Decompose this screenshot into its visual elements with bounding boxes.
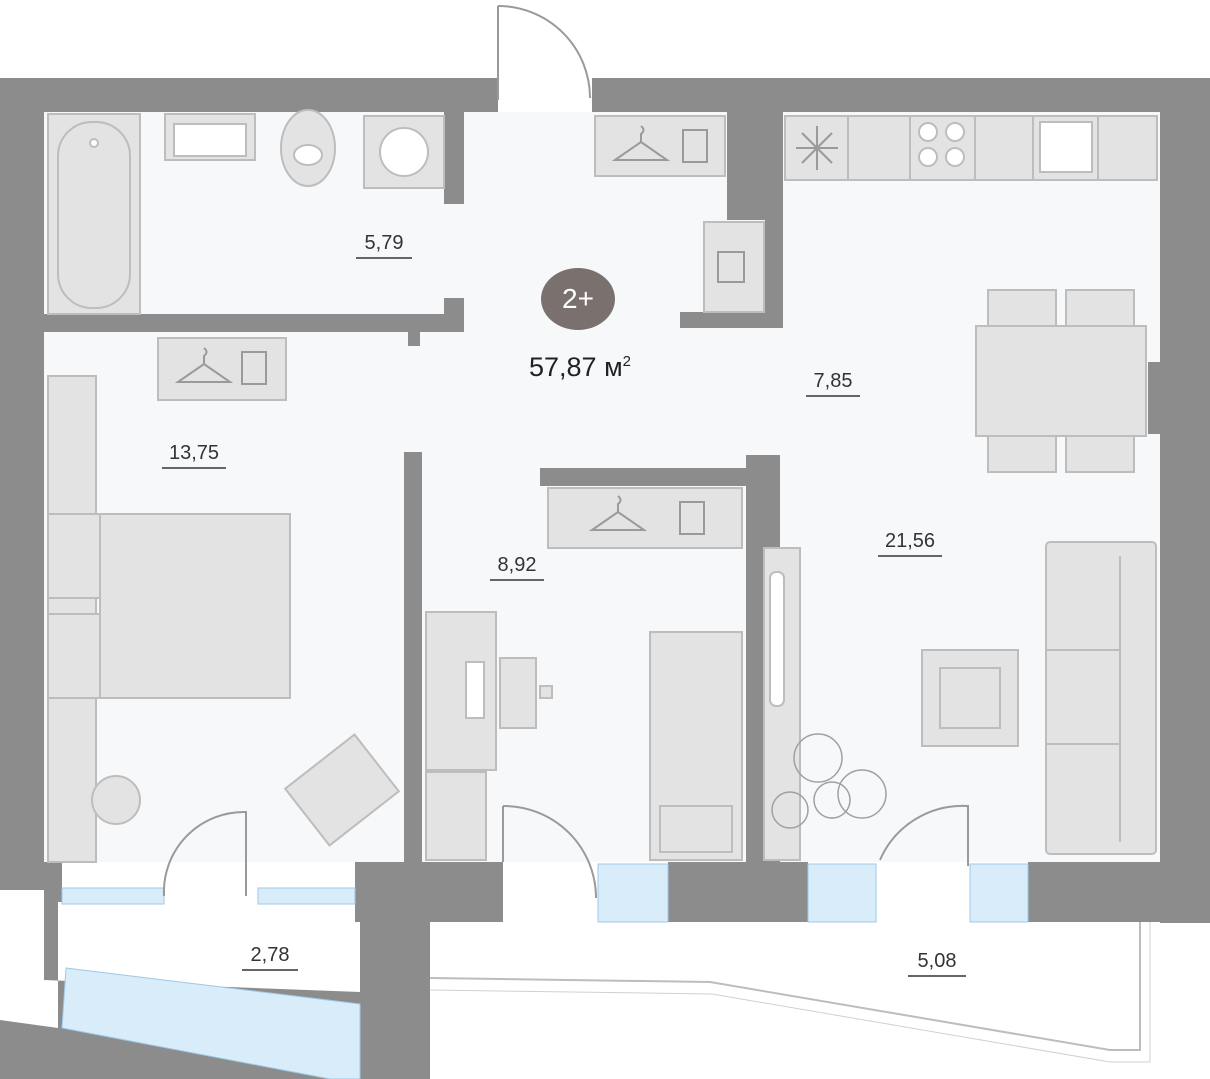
burner (945, 147, 965, 167)
total-area-superscript: 2 (622, 353, 631, 370)
entrance-door (497, 5, 591, 100)
coffee-table-inner (939, 667, 1001, 729)
closet-study (547, 487, 743, 549)
hanger-icons (174, 125, 745, 535)
loggia-right-outline (429, 922, 1141, 1051)
nightstand (47, 613, 101, 699)
total-area-value: 57,87 (529, 352, 597, 382)
bath-wall-bottom (44, 314, 464, 332)
kitchen (784, 115, 1158, 181)
dining-table (975, 325, 1147, 437)
total-area-unit: м (604, 352, 623, 382)
shirt-icon (679, 501, 705, 535)
washing-machine-drum (379, 127, 429, 177)
chair (1065, 435, 1135, 473)
living-furniture (763, 541, 1157, 861)
study-wall-top (540, 468, 780, 486)
dining-set (975, 289, 1147, 473)
sink-basin (173, 123, 247, 157)
toilet-seat (293, 144, 323, 166)
bath-wall-nib (408, 332, 420, 346)
closets (157, 115, 765, 549)
room-area-loggia-left: 2,78 (242, 944, 298, 971)
window-study (597, 863, 669, 923)
nightstand (47, 513, 101, 599)
total-area: 57,87 м2 (500, 352, 660, 383)
bottom-wall-mid2 (668, 862, 808, 922)
window-living-1 (807, 863, 877, 923)
bathtub-inner (57, 121, 131, 309)
hanger-icon (611, 125, 671, 161)
shirt-icon (241, 351, 267, 385)
bath-wall-right (444, 112, 464, 204)
chair (987, 435, 1057, 473)
bottom-wall-right (1028, 862, 1210, 922)
closet-hall (594, 115, 726, 177)
window-bedroom-1 (61, 887, 165, 905)
bath-wall-stub (444, 298, 464, 332)
hanger-icon (174, 347, 234, 383)
room-count-badge: 2+ (541, 268, 615, 330)
desk (425, 611, 497, 771)
study-furniture (425, 611, 743, 861)
window-loggia-left (61, 967, 361, 1079)
loggia-left-wall (360, 922, 430, 1079)
computer-icon (465, 661, 485, 719)
burner (918, 122, 938, 142)
tv (769, 571, 785, 707)
right-wall-nib (1148, 362, 1160, 434)
sofa (1045, 541, 1157, 855)
bathtub-drain (89, 138, 99, 148)
windows (61, 863, 1029, 1079)
chair (1065, 289, 1135, 327)
bottom-wall-left (44, 862, 62, 902)
stool (91, 775, 141, 825)
kitchen-wall-bottom (680, 312, 783, 328)
bathroom-fixtures (47, 109, 445, 315)
bed (99, 513, 291, 699)
outer-wall (0, 78, 498, 1079)
window-living-2 (969, 863, 1029, 923)
plant-icon (771, 733, 887, 829)
snowflake-icon (796, 126, 838, 170)
interior-doors (162, 804, 969, 899)
room-area-study: 8,92 (490, 554, 544, 581)
burner (945, 122, 965, 142)
partition-bedroom (404, 452, 422, 862)
shirt-icon (682, 129, 708, 163)
closet-bedroom (157, 337, 287, 401)
shoe-cabinet (703, 221, 765, 313)
right-wall (1160, 78, 1210, 923)
room-area-bedroom: 13,75 (162, 442, 226, 469)
bottom-wall-mid1 (355, 862, 503, 922)
top-wall-right (592, 78, 1210, 112)
room-area-living-kitchen: 21,56 (878, 530, 942, 557)
kitchen-wall-left (727, 112, 783, 220)
kitchen-sink (1039, 121, 1093, 173)
single-bed-pillow (659, 805, 733, 853)
kitchen-counter (784, 115, 1158, 181)
room-area-loggia-right: 5,08 (908, 950, 966, 977)
shoes-icon (717, 251, 745, 283)
burner (918, 147, 938, 167)
bedroom-furniture (47, 375, 401, 863)
hanger-icon (588, 495, 648, 531)
kitchen-wall-col (765, 220, 783, 328)
chair (987, 289, 1057, 327)
armchair (283, 733, 401, 847)
chair-armrest (539, 685, 553, 699)
desk-chair (499, 657, 537, 729)
room-area-hall: 7,85 (806, 370, 860, 397)
cabinet-study (425, 771, 487, 861)
room-area-bathroom: 5,79 (356, 232, 412, 259)
window-bedroom-2 (257, 887, 356, 905)
loggia-right-outline-inner (429, 922, 1151, 1063)
